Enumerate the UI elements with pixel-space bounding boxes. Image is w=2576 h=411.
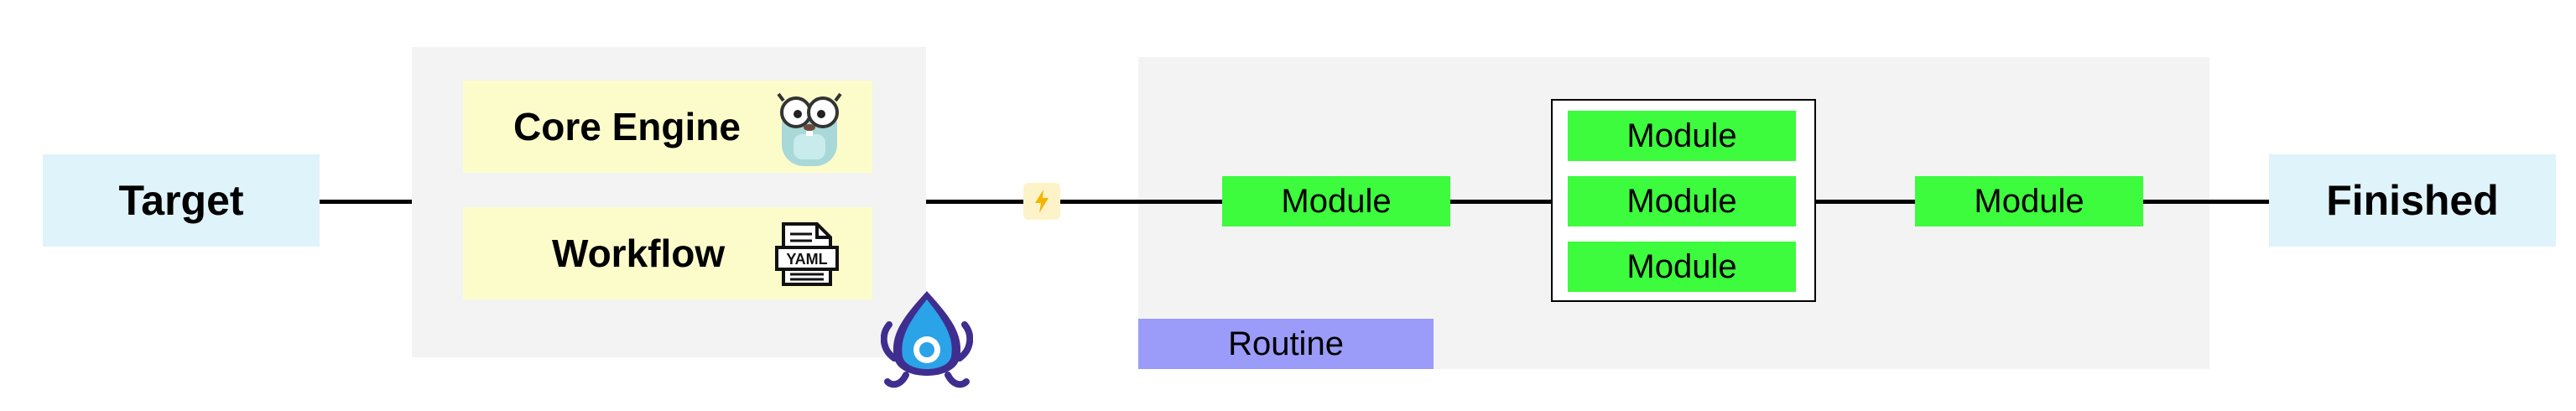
connector-first-to-group — [1450, 200, 1551, 204]
routine-label: Routine — [1228, 325, 1344, 362]
core-engine-box: Core Engine — [463, 81, 872, 173]
module-parallel-2: Module — [1568, 176, 1796, 226]
target-label: Target — [118, 177, 244, 224]
routine-label-box: Routine — [1138, 319, 1434, 369]
connector-last-to-finished — [2143, 200, 2269, 204]
module-parallel-2-label: Module — [1626, 182, 1737, 220]
engine-panel: Core Engine Workflow YAML — [412, 47, 926, 357]
workflow-label: Workflow — [552, 232, 726, 275]
module-parallel-3-label: Module — [1626, 247, 1737, 285]
target-box: Target — [43, 154, 320, 247]
connector-group-to-last — [1816, 200, 1915, 204]
module-last-label: Module — [1974, 182, 2084, 220]
module-parallel-1-label: Module — [1626, 117, 1737, 154]
workflow-box: Workflow YAML — [463, 207, 872, 299]
trigger-box — [1023, 183, 1060, 220]
connector-engine-to-trigger — [926, 200, 1023, 204]
module-first: Module — [1222, 176, 1450, 226]
connector-target-to-engine — [320, 200, 414, 204]
lightning-icon — [1035, 190, 1049, 213]
tentacle-logo-icon — [881, 291, 973, 388]
finished-label: Finished — [2326, 177, 2499, 224]
yaml-icon-text: YAML — [786, 251, 827, 268]
module-last: Module — [1915, 176, 2143, 226]
core-engine-label: Core Engine — [513, 105, 741, 148]
finished-box: Finished — [2269, 154, 2556, 247]
gopher-icon — [777, 92, 842, 166]
module-parallel-3: Module — [1568, 242, 1796, 292]
connector-into-first-module — [1138, 200, 1222, 204]
yaml-file-icon: YAML — [775, 222, 839, 286]
module-parallel-1: Module — [1568, 111, 1796, 161]
module-first-label: Module — [1281, 182, 1392, 220]
